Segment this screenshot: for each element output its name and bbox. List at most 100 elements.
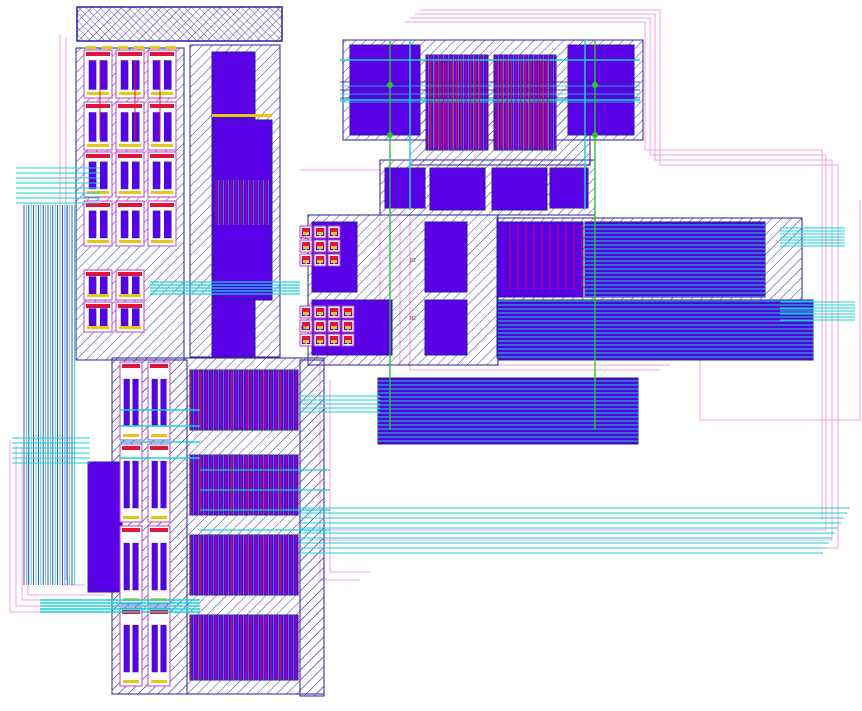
- pink-trace: [405, 21, 823, 520]
- cell-contact: [317, 260, 323, 263]
- cell-contact: [119, 240, 141, 243]
- cell-rail: [316, 228, 324, 232]
- metal-block: [549, 167, 589, 209]
- cell-rail: [150, 528, 168, 532]
- cell-diffusion: [120, 210, 129, 239]
- cell-rail: [118, 304, 142, 308]
- cell-contact: [151, 191, 173, 194]
- annotations: P1 P2 N1 N2: [301, 235, 416, 332]
- metal-block: [497, 221, 584, 298]
- std-cell: [147, 443, 171, 523]
- std-cell: [115, 200, 145, 247]
- cell-rail: [150, 446, 168, 450]
- cell-rail: [344, 322, 352, 326]
- poly-stripes: [190, 370, 298, 430]
- std-cell: [119, 361, 143, 441]
- pink-trace: [27, 452, 105, 596]
- cell-contact: [151, 92, 173, 95]
- cell-diffusion: [99, 308, 108, 327]
- cell-rail: [150, 52, 174, 56]
- std-cell: [119, 443, 143, 523]
- pink-trace: [300, 17, 827, 531]
- title-block: [76, 6, 283, 42]
- cell-rail: [344, 308, 352, 312]
- cell-contact: [331, 340, 337, 343]
- cell-diffusion: [163, 161, 172, 190]
- cell-diffusion: [163, 60, 172, 90]
- cell-contact: [331, 232, 337, 235]
- cell-diffusion: [131, 308, 140, 327]
- cell-contact: [151, 240, 173, 243]
- cell-diffusion: [123, 542, 130, 591]
- cell-contact: [123, 516, 139, 519]
- cell-diffusion: [120, 276, 129, 295]
- cell-diffusion: [99, 60, 108, 90]
- annotation-label: N1: [301, 326, 307, 332]
- cell-diffusion: [99, 210, 108, 239]
- cell-rail: [316, 322, 324, 326]
- cell-diffusion: [163, 112, 172, 142]
- cell-diffusion: [123, 378, 130, 427]
- poly-stripes: [190, 535, 298, 595]
- metal-block: [384, 167, 426, 209]
- via-dot: [387, 82, 393, 88]
- metal-block: [491, 167, 548, 211]
- cell-rail: [302, 322, 310, 326]
- cell-rail: [118, 203, 142, 207]
- cell-contact: [331, 326, 337, 329]
- cell-rail: [330, 336, 338, 340]
- cell-rail: [316, 256, 324, 260]
- cell-diffusion: [160, 460, 167, 509]
- poly-stripes: [190, 615, 298, 680]
- cell-contact: [345, 326, 351, 329]
- contact-strip: [166, 46, 176, 49]
- cell-rail: [150, 203, 174, 207]
- cell-diffusion: [160, 378, 167, 427]
- annotation-label: P1: [301, 235, 307, 241]
- cell-rail: [330, 322, 338, 326]
- cell-rail: [330, 228, 338, 232]
- std-cell: [83, 200, 113, 247]
- cell-rail: [330, 256, 338, 260]
- cell-rail: [302, 336, 310, 340]
- std-cell: [83, 151, 113, 198]
- cell-diffusion: [123, 460, 130, 509]
- cell-diffusion: [131, 276, 140, 295]
- std-cell: [115, 101, 145, 151]
- cell-diffusion: [151, 542, 158, 591]
- cell-rail: [302, 228, 310, 232]
- cell-diffusion: [88, 308, 97, 327]
- metal-block: [429, 167, 486, 211]
- cell-diffusion: [152, 112, 161, 142]
- cell-contact: [87, 326, 109, 329]
- cell-diffusion: [99, 112, 108, 142]
- cell-rail: [86, 104, 110, 108]
- via-layer-green: [387, 40, 598, 430]
- cell-diffusion: [88, 60, 97, 90]
- cell-rail: [302, 256, 310, 260]
- cell-rail: [86, 272, 110, 276]
- cell-contact: [317, 312, 323, 315]
- cell-diffusion: [88, 112, 97, 142]
- via-dot: [592, 132, 598, 138]
- cell-contact: [331, 246, 337, 249]
- cell-diffusion: [123, 624, 130, 673]
- cell-contact: [87, 92, 109, 95]
- cell-diffusion: [120, 60, 129, 90]
- cell-contact: [317, 326, 323, 329]
- cell-diffusion: [160, 542, 167, 591]
- cell-rail: [316, 336, 324, 340]
- cell-diffusion: [131, 210, 140, 239]
- standard-cells: [83, 46, 355, 687]
- contact-strip: [150, 46, 160, 49]
- cell-diffusion: [160, 624, 167, 673]
- cell-contact: [119, 294, 141, 297]
- cell-diffusion: [131, 112, 140, 142]
- cell-diffusion: [132, 378, 139, 427]
- annotation-label: N2: [410, 316, 416, 322]
- cell-diffusion: [132, 624, 139, 673]
- metal-block: [424, 299, 468, 356]
- cell-diffusion: [132, 542, 139, 591]
- cell-rail: [330, 308, 338, 312]
